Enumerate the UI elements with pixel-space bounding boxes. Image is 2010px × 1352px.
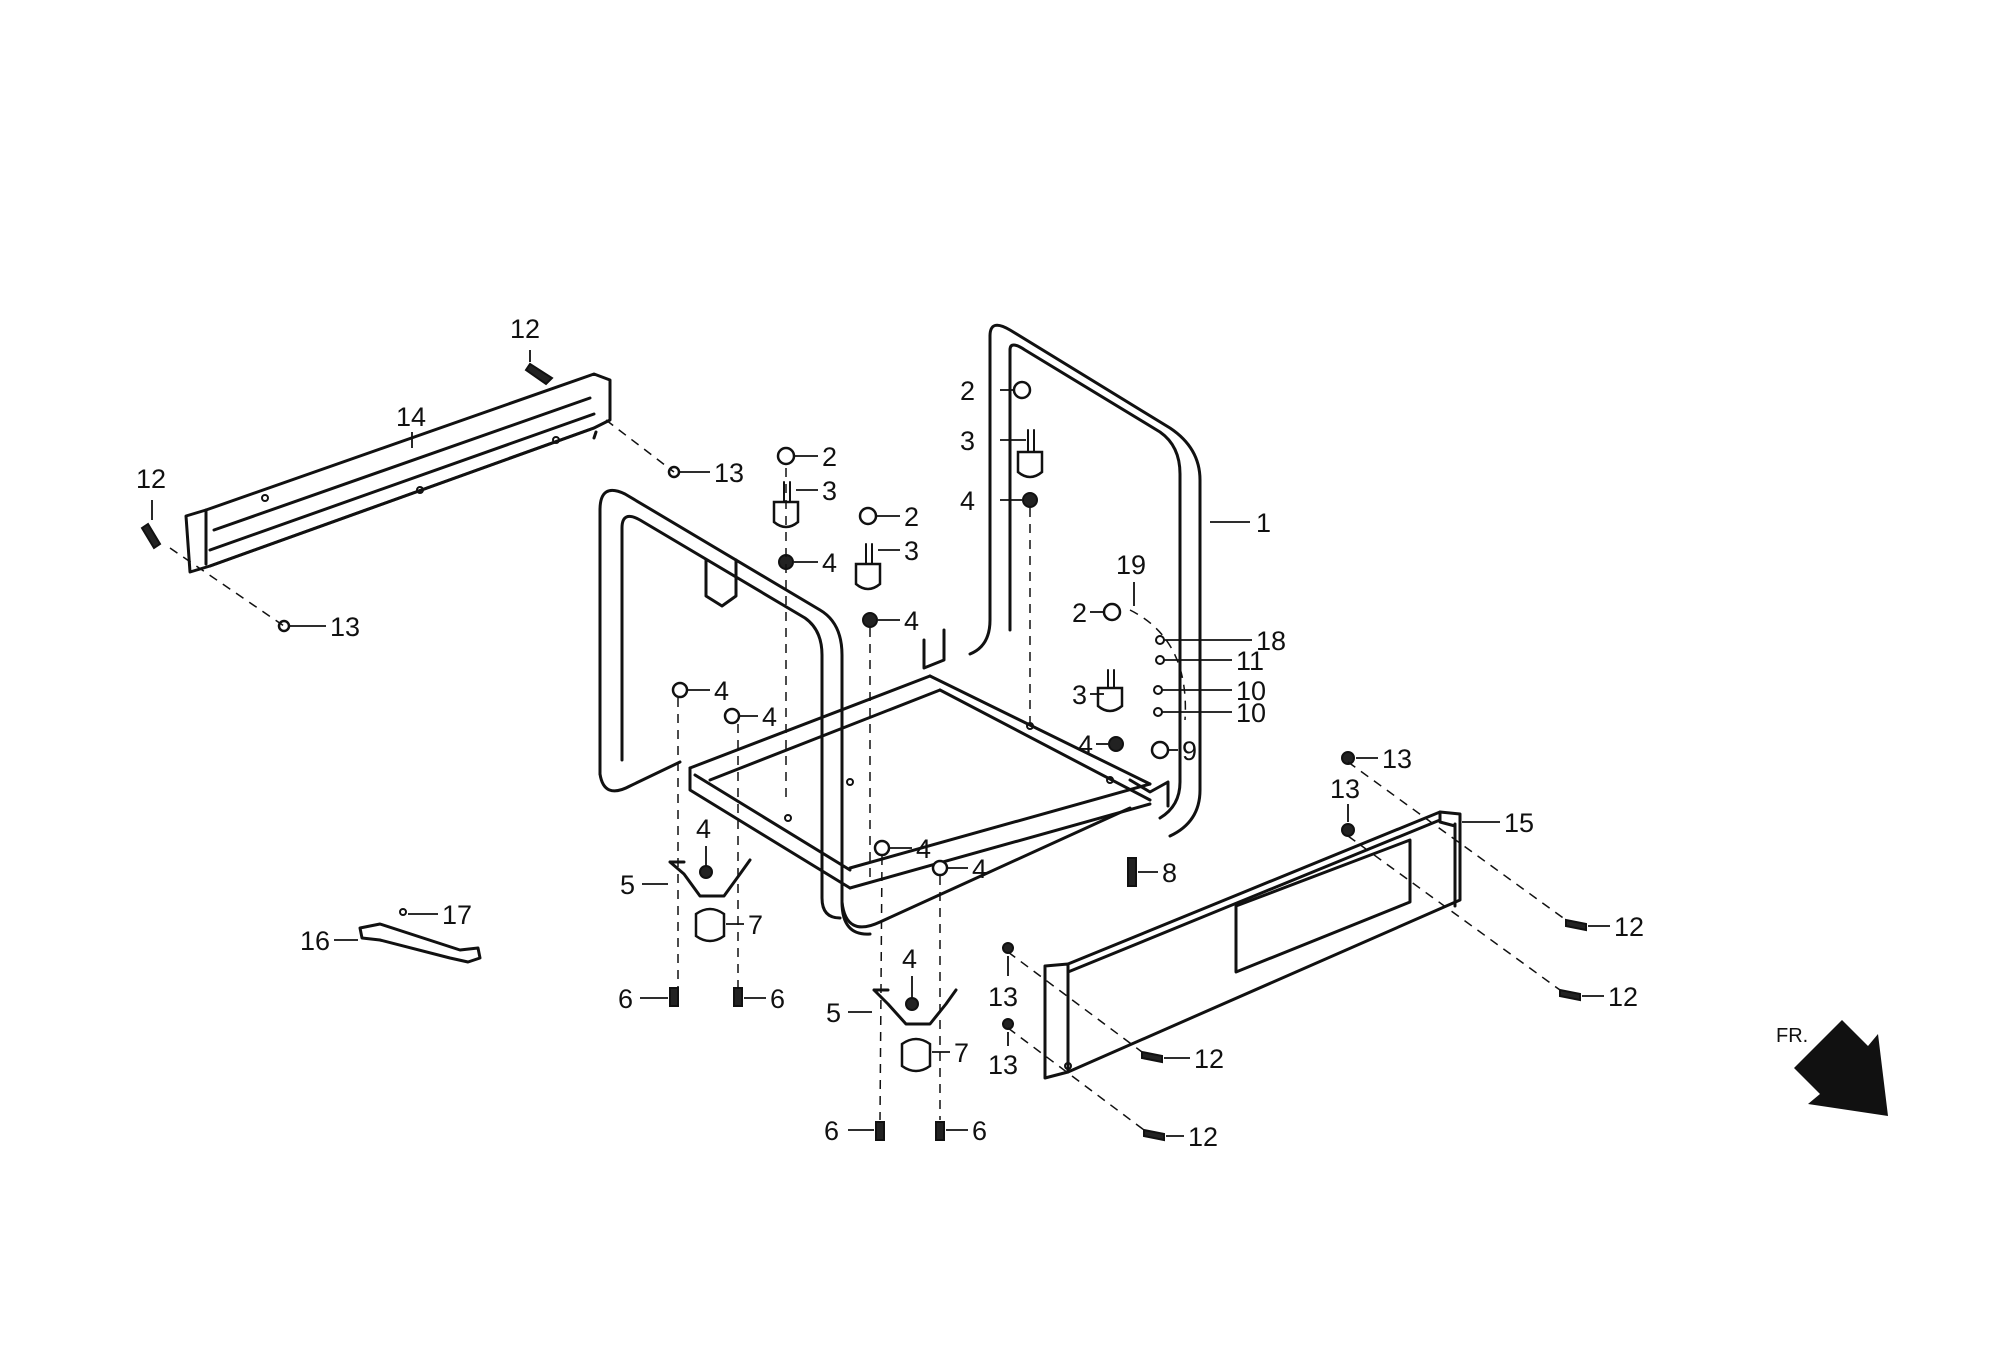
- callout-label: 3: [822, 476, 837, 506]
- callout-label: 13: [330, 612, 360, 642]
- assembly-lines: [169, 419, 1567, 1131]
- callout-label: 13: [714, 458, 744, 488]
- callout-label: 19: [1116, 550, 1146, 580]
- callout-label: 8: [1162, 858, 1177, 888]
- callout-label: 4: [902, 944, 917, 974]
- callout-label: 18: [1256, 626, 1286, 656]
- callout-label: 2: [904, 502, 919, 532]
- callout-label: 4: [972, 854, 987, 884]
- main-frame: [598, 323, 1202, 936]
- callout-label: 4: [714, 676, 729, 706]
- front-side-panel: [1043, 810, 1462, 1080]
- callout-label: 12: [136, 464, 166, 494]
- callout-label: 13: [1382, 744, 1412, 774]
- front-direction-arrow: FR.: [1776, 1020, 1888, 1116]
- callout-label: 12: [1194, 1044, 1224, 1074]
- rear-side-panel: [184, 372, 612, 574]
- callout-label: 12: [510, 314, 540, 344]
- callouts: 1 2 2 2 2 3 3 3 3 4 4 4 4 4 4 4 4: [136, 314, 1644, 1152]
- callout-label: 6: [972, 1116, 987, 1146]
- callout-label: 6: [824, 1116, 839, 1146]
- hardware: [140, 362, 1587, 1142]
- callout-label: 3: [960, 426, 975, 456]
- callout-label: 6: [618, 984, 633, 1014]
- callout-label: 5: [826, 998, 841, 1028]
- callout-label: 4: [916, 834, 931, 864]
- callout-label: 11: [1236, 646, 1264, 676]
- callout-label: 4: [696, 814, 711, 844]
- handle-part: [358, 908, 482, 964]
- callout-label: 3: [1072, 680, 1087, 710]
- callout-label: 17: [442, 900, 472, 930]
- callout-label: 5: [620, 870, 635, 900]
- callout-label: 12: [1188, 1122, 1218, 1152]
- callout-label: 12: [1608, 982, 1638, 1012]
- callout-label: 14: [396, 402, 426, 432]
- callout-label: 13: [988, 982, 1018, 1012]
- callout-label: 7: [954, 1038, 969, 1068]
- callout-label: 13: [1330, 774, 1360, 804]
- callout-label: 2: [960, 376, 975, 406]
- direction-label: FR.: [1776, 1025, 1808, 1047]
- callout-label: 1: [1256, 508, 1271, 538]
- callout-label: 12: [1614, 912, 1644, 942]
- callout-label: 4: [822, 548, 837, 578]
- callout-label: 10: [1236, 676, 1266, 706]
- callout-label: 2: [1072, 598, 1087, 628]
- callout-label: 13: [988, 1050, 1018, 1080]
- callout-label: 4: [1078, 730, 1093, 760]
- callout-label: 4: [762, 702, 777, 732]
- callout-label: 15: [1504, 808, 1534, 838]
- callout-label: 4: [904, 606, 919, 636]
- callout-label: 7: [748, 910, 763, 940]
- callout-label: 10: [1236, 698, 1266, 728]
- callout-label: 3: [904, 536, 919, 566]
- callout-label: 16: [300, 926, 330, 956]
- callout-label: 6: [770, 984, 785, 1014]
- callout-label: 4: [960, 486, 975, 516]
- callout-label: 2: [822, 442, 837, 472]
- callout-label: 9: [1182, 736, 1197, 766]
